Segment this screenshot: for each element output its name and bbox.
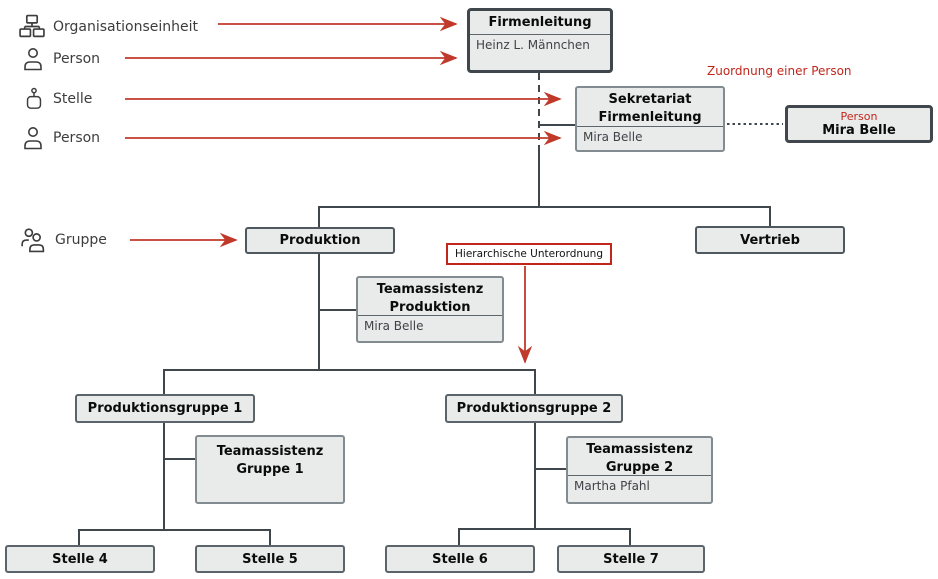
hierarchie-label: Hierarchische Unterordnung xyxy=(446,243,613,265)
legend-item-person-2: Person xyxy=(20,124,100,151)
legend-label: Organisationseinheit xyxy=(53,18,198,35)
node-person: Heinz L. Männchen xyxy=(476,37,590,52)
org-unit-icon xyxy=(19,14,45,38)
node-stelle-7[interactable]: Stelle 7 xyxy=(557,545,705,573)
legend-item-stelle: Stelle xyxy=(22,85,92,112)
node-teamassistenz-produktion[interactable]: Teamassistenz Produktion Mira Belle xyxy=(356,276,504,343)
node-title: Teamassistenz Gruppe 1 xyxy=(216,444,324,477)
node-teamassistenz-gruppe-2[interactable]: Teamassistenz Gruppe 2 Martha Pfahl xyxy=(566,436,713,504)
node-stelle-5[interactable]: Stelle 5 xyxy=(195,545,345,573)
person-icon xyxy=(24,48,42,71)
node-title: Firmenleitung xyxy=(470,11,610,35)
node-title: Sekretariat Firmenleitung xyxy=(577,88,723,127)
node-vertrieb[interactable]: Vertrieb xyxy=(695,226,845,254)
node-person: Mira Belle xyxy=(364,319,424,333)
person-icon xyxy=(24,127,42,150)
node-person-mira-belle[interactable]: Person Mira Belle xyxy=(785,105,933,143)
node-produktion[interactable]: Produktion xyxy=(245,227,395,254)
legend-item-gruppe: Gruppe xyxy=(18,226,107,254)
node-stelle-4[interactable]: Stelle 4 xyxy=(5,545,155,573)
legend-item-organisationseinheit: Organisationseinheit xyxy=(18,13,198,40)
node-person: Mira Belle xyxy=(583,130,643,144)
legend-label: Person xyxy=(53,129,101,146)
stelle-icon xyxy=(26,87,42,109)
legend-label: Person xyxy=(53,50,101,67)
node-person xyxy=(197,478,343,481)
legend-item-person-1: Person xyxy=(20,45,100,72)
node-title: Teamassistenz Produktion xyxy=(358,278,502,316)
node-title: Teamassistenz Gruppe 2 xyxy=(568,438,711,476)
node-person: Martha Pfahl xyxy=(574,479,650,493)
node-stelle-6[interactable]: Stelle 6 xyxy=(385,545,535,573)
zuordnung-note: Zuordnung einer Person xyxy=(707,64,852,78)
person-type-label: Person xyxy=(840,110,878,123)
legend-label: Stelle xyxy=(53,90,93,107)
node-sekretariat[interactable]: Sekretariat Firmenleitung Mira Belle xyxy=(575,86,725,152)
node-produktionsgruppe-1[interactable]: Produktionsgruppe 1 xyxy=(75,394,255,423)
node-firmenleitung[interactable]: Firmenleitung Heinz L. Männchen xyxy=(467,8,613,73)
node-produktionsgruppe-2[interactable]: Produktionsgruppe 2 xyxy=(445,394,623,423)
legend-label: Gruppe xyxy=(55,232,107,248)
node-teamassistenz-gruppe-1[interactable]: Teamassistenz Gruppe 1 xyxy=(195,435,345,504)
person-name: Mira Belle xyxy=(822,123,896,138)
gruppe-icon xyxy=(21,228,45,253)
